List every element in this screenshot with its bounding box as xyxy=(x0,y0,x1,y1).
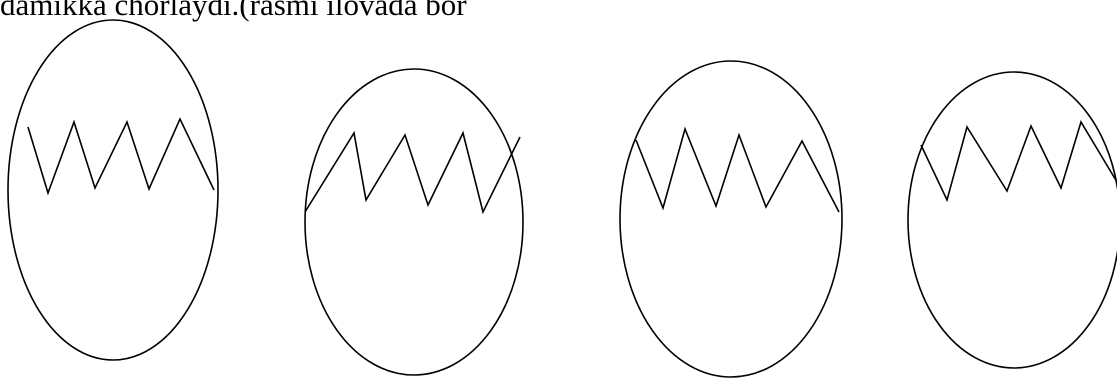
egg-outline-4 xyxy=(908,72,1117,368)
egg-figure-1 xyxy=(8,20,218,360)
zigzag-crack-1 xyxy=(28,119,214,193)
egg-outline-1 xyxy=(8,20,218,360)
egg-figure-3 xyxy=(620,61,842,377)
egg-outline-2 xyxy=(305,69,523,375)
zigzag-crack-3 xyxy=(636,129,839,212)
egg-figure-4 xyxy=(908,72,1117,368)
zigzag-crack-4 xyxy=(921,122,1117,200)
zigzag-crack-2 xyxy=(305,133,520,212)
egg-outline-3 xyxy=(620,61,842,377)
egg-figure-2 xyxy=(305,69,523,375)
